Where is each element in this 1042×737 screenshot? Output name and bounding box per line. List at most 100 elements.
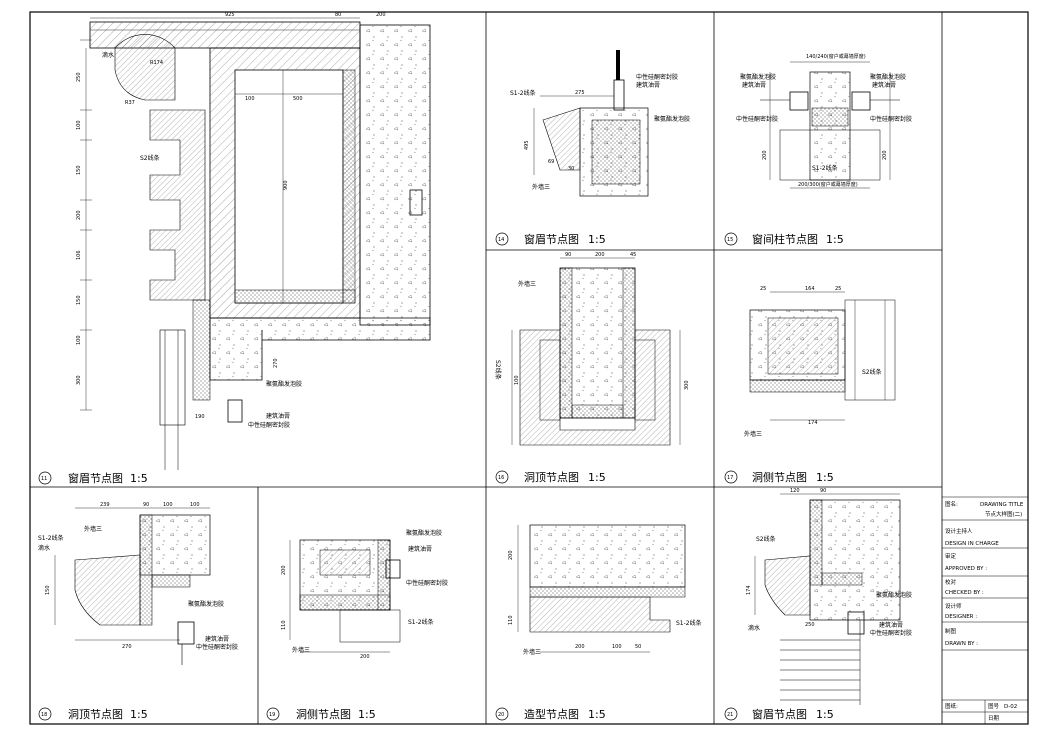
- p18-s1-2-line: S1-2线条: [38, 534, 64, 542]
- p11-dim-150b: 150: [76, 295, 82, 305]
- p15-width-note-2: 200/300(窗户或幕墙厚度): [798, 181, 858, 188]
- p11-dim-190: 190: [195, 414, 205, 420]
- p21-dim-250: 250: [805, 622, 815, 628]
- panel-18-scale: 1:5: [130, 708, 148, 721]
- p15-dim-200-right: 200: [882, 150, 888, 160]
- p20-s1-2-line: S1-2线条: [676, 619, 702, 627]
- panel-titles: 11 窗眉节点图 1:5 14 窗眉节点图 1:5 15 窗间柱节点图 1:5 …: [38, 232, 844, 721]
- panel-21-title: 窗眉节点图: [752, 707, 807, 721]
- tb-sheet-no-label: 图号: [988, 702, 1000, 710]
- p11-dim-100-inner: 100: [245, 96, 255, 102]
- p16-dim-300: 300: [684, 380, 690, 390]
- p16-dim-45: 45: [630, 252, 636, 258]
- p14-s1-2-line: S1-2线条: [510, 89, 536, 97]
- p21-silicone: 中性硅酮密封胶: [870, 629, 912, 637]
- p18-dim-239: 239: [100, 502, 110, 508]
- detail-15: 140/240(窗户或幕墙厚度) 200/300(窗户或幕墙厚度) 200 20…: [736, 53, 912, 189]
- p11-r174: R174: [150, 60, 163, 66]
- tb-row-1-cn: 审定: [945, 552, 957, 560]
- tb-drawing-title-en: DRAWING TITLE: [980, 502, 1024, 508]
- panel-11-title: 窗眉节点图: [68, 471, 123, 485]
- p17-s2-line: S2线条: [862, 368, 882, 376]
- p21-dim-90: 90: [820, 488, 826, 494]
- p11-dim-100: 100: [76, 120, 82, 130]
- p17-dim-25b: 25: [835, 286, 841, 292]
- panel-18-num: 18: [41, 712, 47, 718]
- p11-pu-foam: 聚氨酯发泡胶: [266, 380, 302, 388]
- p14-neutral-silicone: 中性硅酮密封胶: [636, 73, 678, 81]
- p14-dim-275: 275: [575, 90, 585, 96]
- tb-drawing-label: 图名:: [945, 500, 958, 508]
- panel-15-title: 窗间柱节点图: [752, 232, 818, 246]
- p11-dim-106: 106: [76, 250, 82, 260]
- detail-21: 120 90 174 250 S2线条 聚氨酯发泡胶 建筑油膏 中性硅酮密封胶 …: [746, 488, 912, 705]
- p17-dim-164: 164: [805, 286, 815, 292]
- p18-water-drip: 滴水: [38, 544, 50, 552]
- tb-sheet-no: D-02: [1004, 704, 1017, 710]
- p21-pu-foam: 聚氨酯发泡胶: [876, 591, 912, 599]
- p18-silicone: 中性硅酮密封胶: [196, 643, 238, 651]
- panel-20-title: 造型节点图: [524, 707, 579, 721]
- detail-18: 239 90 100 100 150 270 外墙三 S1-2线条 滴水 聚氨酯…: [38, 502, 238, 665]
- p11-neutral-silicone: 中性硅酮密封胶: [248, 421, 290, 429]
- p20-dim-100: 100: [612, 644, 622, 650]
- p16-s2-line: S2线条: [494, 360, 502, 380]
- tb-row-3-cn: 设计师: [945, 602, 962, 610]
- p11-r37: R37: [125, 100, 135, 106]
- p18-dim-100b: 100: [190, 502, 200, 508]
- p15-sealant-left: 建筑油膏: [742, 81, 766, 89]
- panel-14-num: 14: [498, 237, 504, 243]
- p11-dim-300: 300: [76, 375, 82, 385]
- p19-s1-2-line: S1-2线条: [408, 618, 434, 626]
- tb-row-2-en: CHECKED BY :: [945, 590, 984, 596]
- p21-dim-120: 120: [790, 488, 800, 494]
- tb-date-label: 日期: [988, 715, 1000, 722]
- panel-16-num: 16: [498, 475, 504, 481]
- panel-17-title: 洞侧节点图: [752, 471, 807, 484]
- p15-silicone-left: 中性硅酮密封胶: [736, 115, 778, 123]
- p18-sealant: 建筑油膏: [205, 635, 229, 643]
- p11-dim-500: 500: [293, 96, 303, 102]
- detail-14: 275 69 30 495 S1-2线条 外墙三 中性硅酮密封胶 建筑油膏 聚氨…: [510, 50, 690, 197]
- detail-20: 200 110 200 100 50 S1-2线条 外墙三: [508, 524, 702, 656]
- p18-outer-wall: 外墙三: [84, 525, 102, 533]
- panel-17-num: 17: [727, 475, 733, 481]
- p15-pu-foam-right: 聚氨酯发泡胶: [870, 73, 906, 81]
- p21-s2-line: S2线条: [756, 535, 776, 543]
- tb-sheet-label: 图纸:: [945, 702, 958, 710]
- p14-outer-wall: 外墙三: [532, 183, 550, 191]
- panel-19-scale: 1:5: [358, 708, 376, 721]
- p15-sealant-right: 建筑油膏: [872, 81, 896, 89]
- detail-17: 25 164 25 174 S2线条 外墙三: [744, 286, 896, 438]
- p18-dim-150: 150: [45, 585, 51, 595]
- p21-dim-174: 174: [746, 585, 752, 595]
- p18-pu-foam: 聚氨酯发泡胶: [188, 600, 224, 608]
- panel-14-scale: 1:5: [588, 233, 606, 246]
- p11-dim-200: 200: [376, 12, 386, 18]
- p20-dim-200b: 200: [575, 644, 585, 650]
- tb-row-4-cn: 制图: [945, 627, 957, 635]
- p17-dim-25: 25: [760, 286, 766, 292]
- p11-dim-270: 270: [273, 358, 279, 368]
- p16-dim-200: 200: [595, 252, 605, 258]
- p11-building-sealant: 建筑油膏: [266, 412, 290, 420]
- panel-15-num: 15: [727, 237, 733, 243]
- p14-building-sealant: 建筑油膏: [636, 81, 660, 89]
- p15-s1-2-line: S1-2线条: [812, 164, 838, 172]
- p21-water-drip: 滴水: [748, 624, 760, 632]
- p19-pu-foam: 聚氨酯发泡胶: [406, 529, 442, 537]
- p19-dim-200b: 200: [360, 654, 370, 660]
- p17-dim-174: 174: [808, 420, 818, 426]
- panel-20-scale: 1:5: [588, 708, 606, 721]
- sheet-frame: [29, 11, 1029, 725]
- p18-dim-100: 100: [163, 502, 173, 508]
- p19-outer-wall: 外墙三: [292, 646, 310, 654]
- p15-width-note: 140/240(窗户或幕墙厚度): [806, 53, 866, 60]
- p19-sealant: 建筑油膏: [408, 545, 432, 553]
- p20-dim-200: 200: [508, 550, 514, 560]
- p14-dim-69: 69: [548, 159, 554, 165]
- detail-19: 200 110 200 聚氨酯发泡胶 建筑油膏 中性硅酮密封胶 S1-2线条 外…: [281, 529, 448, 660]
- p20-dim-110: 110: [508, 615, 514, 625]
- p11-dim-100b: 100: [76, 335, 82, 345]
